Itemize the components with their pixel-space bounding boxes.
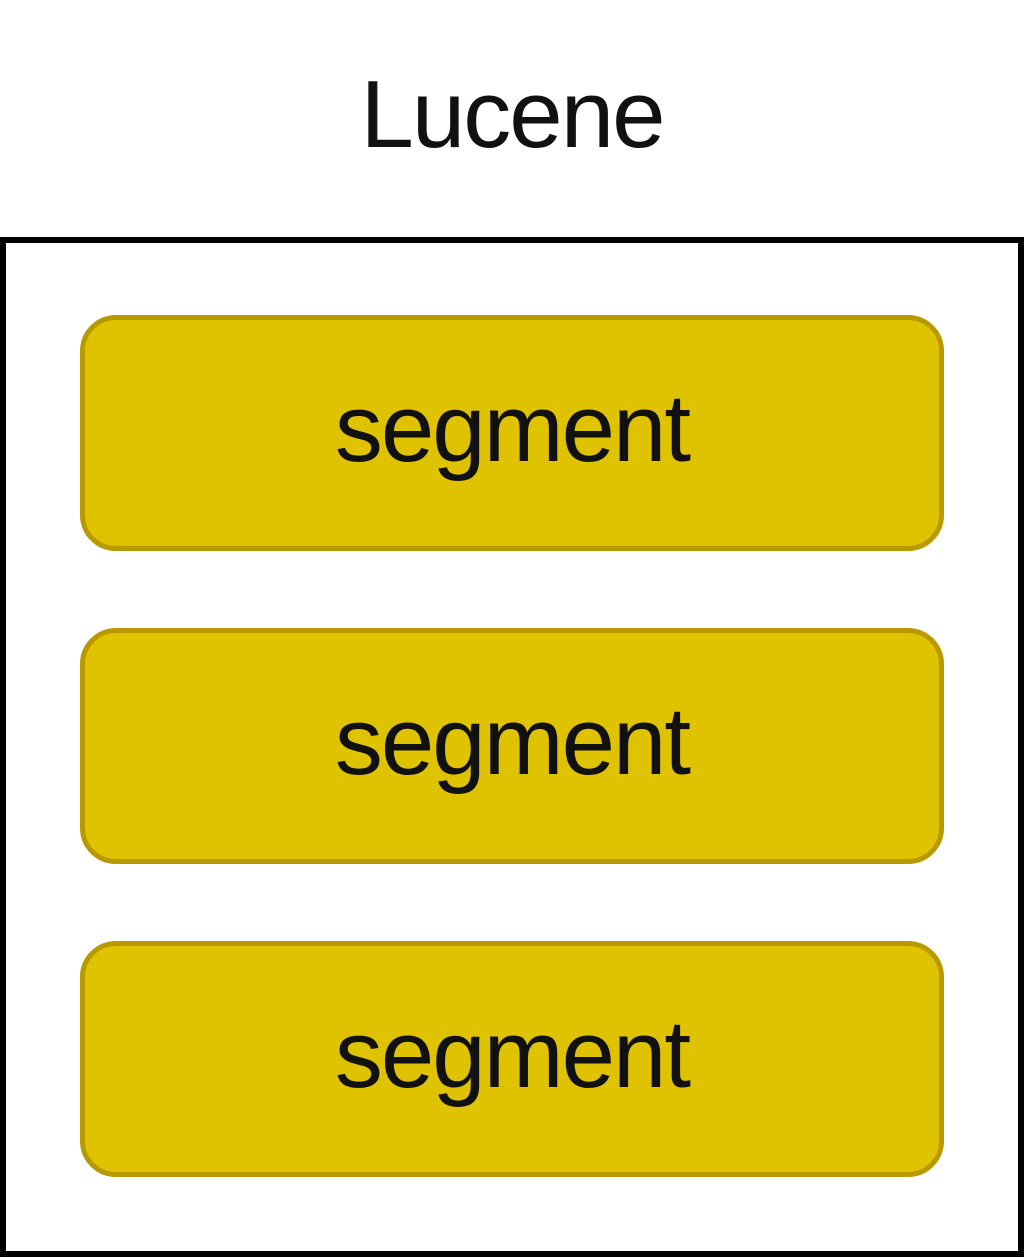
segment-label-3: segment	[334, 1001, 691, 1108]
segment-box-2: segment	[80, 628, 944, 864]
segment-box-1: segment	[80, 315, 944, 551]
segment-label-2: segment	[334, 688, 691, 795]
diagram-title: Lucene	[360, 61, 666, 168]
segment-box-3: segment	[80, 941, 944, 1177]
segment-label-1: segment	[334, 375, 691, 482]
